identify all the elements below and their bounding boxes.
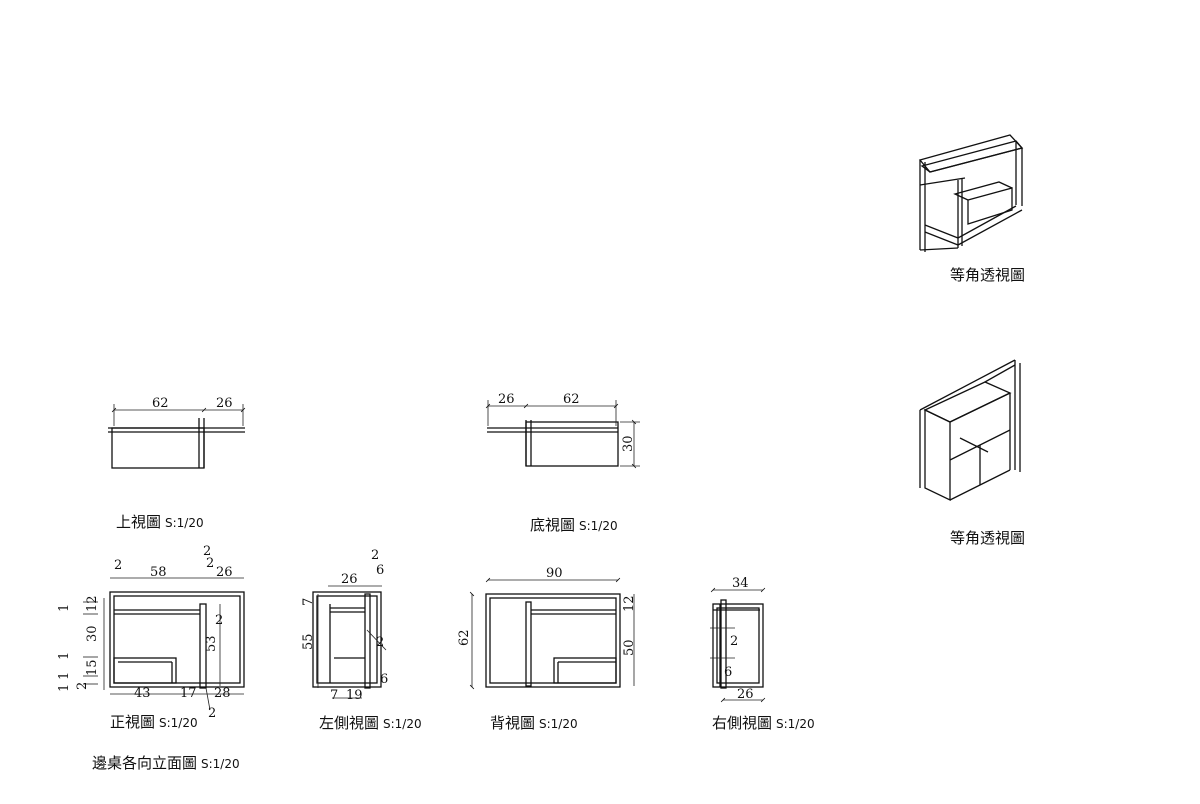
dim-front-l4: 30 xyxy=(85,625,100,642)
left-side-view xyxy=(312,585,387,699)
dim-bottom-h: 30 xyxy=(621,435,636,452)
dim-front-l3: 1 xyxy=(57,652,72,660)
dim-front-l6: 15 xyxy=(85,659,100,676)
caption-bottom-scale: S:1/20 xyxy=(579,519,618,533)
dim-left-c: 6 xyxy=(376,563,384,578)
dim-front-bo2: 17 xyxy=(180,686,197,701)
dim-front-bo1: 43 xyxy=(134,686,151,701)
dim-top-w1: 62 xyxy=(152,396,169,411)
dim-left-a: 26 xyxy=(341,572,358,587)
caption-front-title: 正視圖 xyxy=(110,713,156,731)
dim-back-h: 62 xyxy=(457,629,472,646)
caption-right-scale: S:1/20 xyxy=(776,717,815,731)
dim-front-l5: 1 xyxy=(57,672,72,680)
dim-front-c: 2 xyxy=(203,544,211,559)
sheet-title: 邊桌各向立面圖 xyxy=(92,754,198,772)
dim-front-bo4: 2 xyxy=(208,706,216,721)
caption-back-title: 背視圖 xyxy=(490,714,536,732)
caption-bottom-title: 底視圖 xyxy=(530,516,576,534)
dim-front-r1: 2 xyxy=(215,613,223,628)
dim-front-l8: 1 xyxy=(57,684,72,692)
dim-right-b: 6 xyxy=(724,665,732,680)
dim-left-h1: 7 xyxy=(301,598,316,606)
isometric-view-2 xyxy=(919,359,1021,502)
back-view xyxy=(469,577,635,690)
dim-left-b: 2 xyxy=(371,548,379,563)
caption-top-title: 上視圖 xyxy=(116,513,162,531)
dim-front-l1: 1 xyxy=(57,604,72,612)
caption-left-title: 左側視圖 xyxy=(319,714,380,732)
dim-left-bo1: 7 xyxy=(330,688,338,703)
caption-iso-2: 等角透視圖 xyxy=(950,529,1026,547)
dim-back-r1: 12 xyxy=(622,595,637,612)
dim-front-bo3: 28 xyxy=(214,686,231,701)
dim-front-l2: 12 xyxy=(85,595,100,612)
dim-right-bo: 26 xyxy=(737,687,754,702)
top-view xyxy=(108,404,246,469)
dim-left-r1: 2 xyxy=(376,635,384,650)
dim-top-w2: 26 xyxy=(216,396,233,411)
sheet-scale: S:1/20 xyxy=(201,757,240,771)
dim-bottom-w1: 26 xyxy=(498,392,515,407)
dim-left-h2: 55 xyxy=(301,633,316,650)
bottom-view xyxy=(485,400,640,469)
dim-front-d: 2 xyxy=(206,556,214,571)
dim-right-a: 2 xyxy=(730,634,738,649)
caption-iso-1: 等角透視圖 xyxy=(950,266,1026,284)
front-view xyxy=(83,577,245,711)
dim-back-w: 90 xyxy=(546,566,563,581)
caption-back-scale: S:1/20 xyxy=(539,717,578,731)
caption-right-title: 右側視圖 xyxy=(712,714,773,732)
caption-left-scale: S:1/20 xyxy=(383,717,422,731)
isometric-view-1 xyxy=(918,134,1024,252)
dim-left-bo2: 19 xyxy=(346,688,363,703)
caption-front-scale: S:1/20 xyxy=(159,716,198,730)
dim-front-l7: 2 xyxy=(75,682,90,690)
dim-front-e: 26 xyxy=(216,565,233,580)
dim-back-r2: 50 xyxy=(622,639,637,656)
right-side-view xyxy=(710,587,766,703)
dim-front-b: 58 xyxy=(150,565,167,580)
dim-left-r2: 6 xyxy=(380,672,388,687)
dim-right-w: 34 xyxy=(732,576,749,591)
caption-top-scale: S:1/20 xyxy=(165,516,204,530)
dim-front-r2: 53 xyxy=(204,635,219,652)
dim-front-a: 2 xyxy=(114,558,122,573)
dim-bottom-w2: 62 xyxy=(563,392,580,407)
